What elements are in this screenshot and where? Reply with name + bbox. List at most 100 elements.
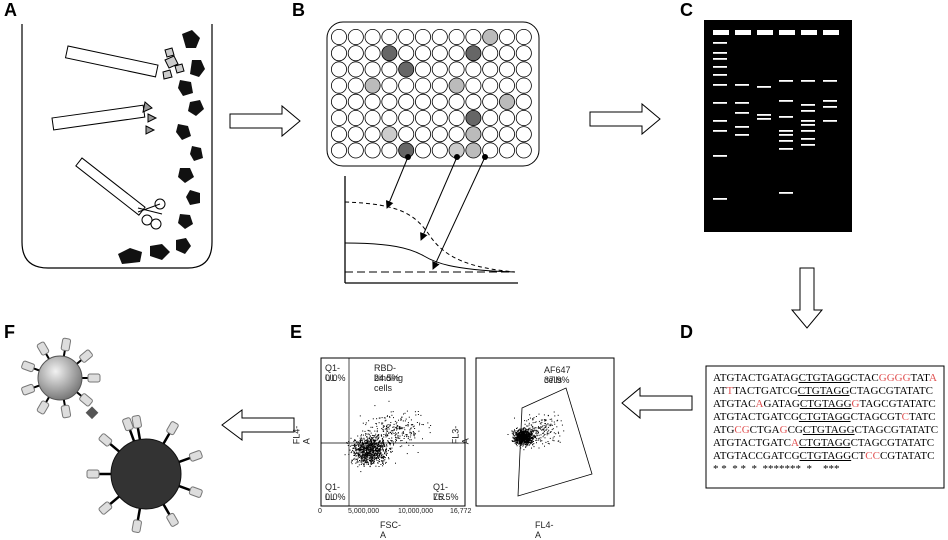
- event-dot: [369, 452, 370, 454]
- event-dot: [390, 422, 392, 423]
- event-dot: [364, 430, 366, 432]
- event-dot: [380, 449, 382, 451]
- plate-well: [482, 93, 499, 110]
- event-dot: [379, 446, 381, 448]
- plate-well: [381, 61, 398, 78]
- event-dot: [384, 457, 386, 459]
- event-dot: [378, 436, 380, 438]
- event-dot: [530, 433, 532, 435]
- event-dot: [351, 459, 353, 461]
- event-dot: [404, 420, 406, 422]
- event-dot: [527, 437, 529, 439]
- plate-well: [498, 28, 515, 45]
- event-dot: [527, 443, 528, 445]
- event-dot: [362, 434, 364, 436]
- event-dot: [526, 437, 528, 439]
- event-dot: [364, 461, 366, 463]
- event-dot: [360, 460, 362, 462]
- event-dot: [524, 437, 526, 438]
- event-dot: [381, 445, 383, 447]
- event-dot: [377, 446, 379, 448]
- event-dot: [366, 459, 368, 461]
- sequence-line: ATGTACTGATCGCTGTAGGCTAGCGTCTATC: [713, 411, 936, 423]
- antibody-head: [79, 349, 93, 363]
- event-dot: [364, 460, 366, 462]
- event-dot: [359, 443, 361, 445]
- event-dot: [357, 435, 359, 437]
- event-dot: [515, 437, 517, 438]
- event-dot: [390, 447, 391, 449]
- event-dot: [524, 430, 526, 431]
- event-dot: [365, 424, 367, 426]
- event-dot: [360, 442, 362, 444]
- event-dot: [368, 430, 370, 432]
- event-dot: [534, 427, 535, 429]
- event-dot: [382, 429, 384, 431]
- event-dot: [412, 445, 414, 446]
- event-dot: [369, 436, 371, 438]
- event-dot: [404, 429, 406, 431]
- event-dot: [368, 450, 370, 452]
- event-dot: [386, 415, 388, 417]
- gel-band: [801, 144, 815, 146]
- event-dot: [389, 443, 390, 445]
- event-dot: [538, 437, 540, 439]
- plate-well: [465, 28, 482, 45]
- event-dot: [521, 437, 523, 439]
- event-dot: [371, 446, 373, 447]
- event-dot: [367, 437, 369, 439]
- plate-well: [330, 110, 347, 127]
- gel-well: [823, 30, 839, 35]
- event-dot: [382, 450, 384, 452]
- event-dot: [538, 426, 539, 428]
- event-dot: [400, 440, 402, 442]
- event-dot: [380, 444, 382, 446]
- event-dot: [514, 431, 516, 433]
- event-dot: [545, 425, 547, 427]
- event-dot: [370, 441, 372, 443]
- event-dot: [522, 427, 524, 429]
- event-dot: [363, 448, 365, 450]
- event-dot: [545, 441, 547, 443]
- event-dot: [359, 437, 361, 439]
- event-dot: [357, 453, 359, 455]
- event-dot: [364, 447, 366, 449]
- event-dot: [374, 435, 376, 437]
- event-dot: [366, 456, 368, 458]
- event-dot: [381, 460, 383, 462]
- event-dot: [536, 442, 537, 444]
- plate-well: [347, 77, 364, 94]
- event-dot: [353, 458, 354, 460]
- plate-well: [482, 61, 499, 78]
- event-dot: [553, 432, 555, 434]
- event-dot: [378, 445, 380, 447]
- event-dot: [545, 419, 547, 421]
- event-dot: [376, 442, 378, 444]
- panel-e-flow-plot-2: [475, 357, 615, 507]
- event-dot: [535, 429, 537, 431]
- plate-well: [482, 110, 499, 127]
- event-dot: [386, 426, 387, 427]
- event-dot: [420, 414, 422, 416]
- event-dot: [360, 471, 362, 473]
- event-dot: [548, 433, 550, 435]
- event-dot: [375, 446, 377, 447]
- event-dot: [374, 457, 376, 458]
- event-dot: [380, 455, 382, 456]
- event-dot: [363, 445, 365, 447]
- event-dot: [517, 436, 519, 438]
- event-dot: [389, 416, 390, 418]
- event-dot: [366, 441, 368, 443]
- event-dot: [380, 460, 382, 462]
- q-ll-value: 0.0%: [325, 492, 346, 502]
- event-dot: [362, 459, 364, 461]
- event-dot: [355, 452, 357, 454]
- event-dot: [376, 428, 378, 430]
- event-dot: [390, 443, 391, 444]
- event-dot: [410, 419, 412, 421]
- event-dot: [521, 435, 523, 437]
- event-dot: [373, 461, 375, 463]
- event-dot: [543, 419, 545, 421]
- gel-band: [801, 120, 815, 122]
- event-dot: [356, 460, 358, 462]
